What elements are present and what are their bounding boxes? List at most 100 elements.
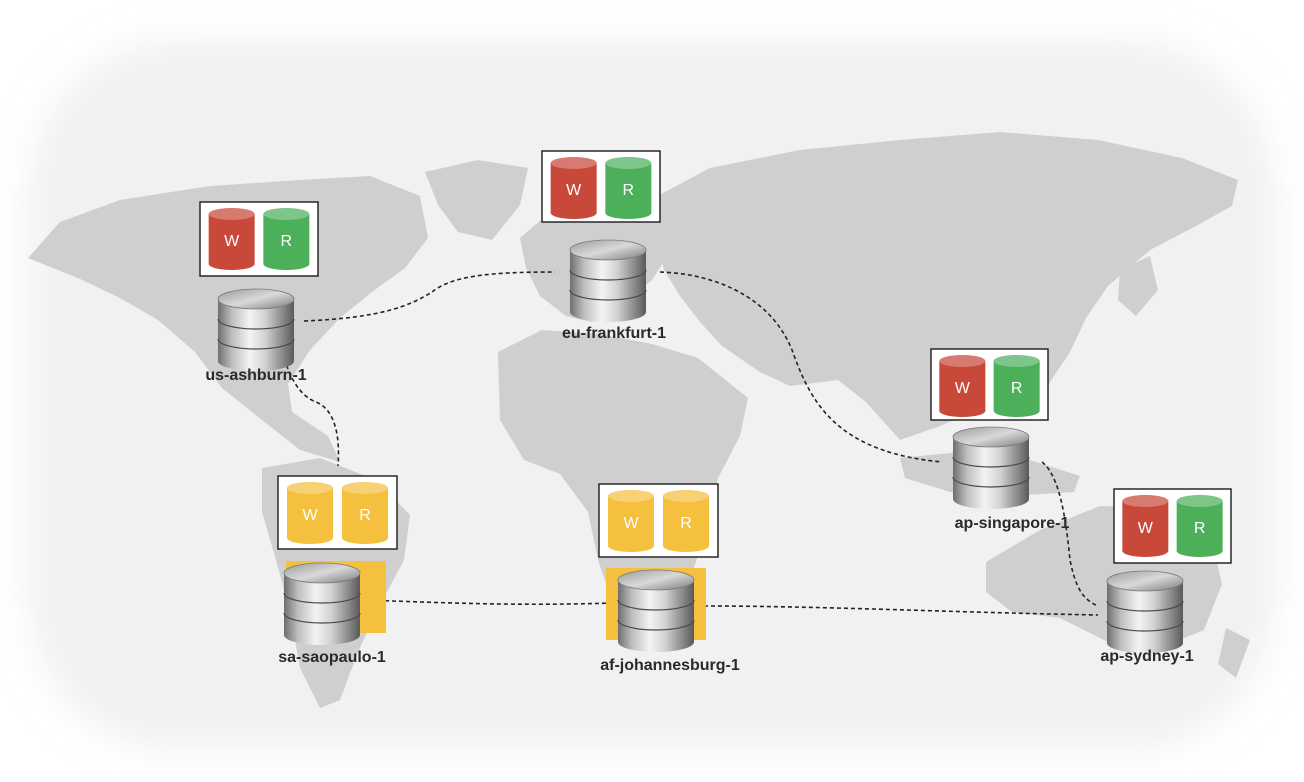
database-body bbox=[953, 437, 1029, 509]
database-platter-line bbox=[617, 599, 695, 611]
database-body bbox=[1107, 581, 1183, 653]
cylinder-cap-shine bbox=[287, 482, 333, 494]
read-volume-icon: R bbox=[263, 208, 310, 270]
database-platter-line bbox=[1106, 600, 1184, 612]
read-volume-icon: R bbox=[1176, 495, 1223, 557]
replication-link bbox=[1041, 461, 1099, 607]
cylinder-body bbox=[993, 361, 1040, 417]
region-node-us-ashburn-1[interactable]: W Rus-ashburn-1 bbox=[199, 201, 319, 384]
database-top bbox=[617, 569, 695, 591]
cylinder-cap-shine bbox=[993, 355, 1040, 367]
cylinder-body bbox=[550, 163, 597, 219]
database-platter-line bbox=[952, 456, 1030, 468]
write-volume-icon: W bbox=[287, 482, 333, 544]
cylinder-cap bbox=[263, 208, 310, 220]
write-volume-icon: W bbox=[550, 157, 597, 219]
write-volume-letter: W bbox=[1138, 520, 1154, 537]
cylinder-cap-shine bbox=[608, 490, 654, 502]
cylinder-cap-shine bbox=[208, 208, 255, 220]
write-volume-letter: W bbox=[224, 233, 240, 250]
database-platter-line bbox=[217, 338, 295, 350]
replication-link bbox=[703, 605, 1099, 616]
cylinder-cap bbox=[663, 490, 709, 502]
database-icon bbox=[217, 288, 295, 371]
cylinder-cap bbox=[208, 208, 255, 220]
cylinder-body bbox=[608, 496, 654, 552]
cylinder-cap-shine bbox=[1176, 495, 1223, 507]
read-volume-letter: R bbox=[1011, 380, 1023, 397]
region-label: eu-frankfurt-1 bbox=[562, 325, 666, 342]
database-platter-line bbox=[569, 269, 647, 281]
database-platter-line bbox=[569, 289, 647, 301]
write-volume-icon: W bbox=[608, 490, 654, 552]
database-top bbox=[217, 288, 295, 310]
cylinder-body bbox=[1122, 501, 1169, 557]
cylinder-body bbox=[287, 488, 333, 544]
region-node-ap-sydney-1[interactable]: W Rap-sydney-1 bbox=[1100, 488, 1232, 665]
read-volume-letter: R bbox=[623, 182, 635, 199]
database-platter-line bbox=[283, 592, 361, 604]
database-platter-line bbox=[283, 612, 361, 624]
cylinder-cap bbox=[605, 157, 652, 169]
database-icon bbox=[569, 239, 647, 322]
replication-link bbox=[303, 271, 556, 322]
landmass-japan bbox=[1118, 256, 1158, 316]
cylinder-cap bbox=[287, 482, 333, 494]
read-volume-letter: R bbox=[359, 507, 371, 524]
write-volume-letter: W bbox=[566, 182, 582, 199]
landmass-new-zealand bbox=[1218, 628, 1250, 678]
write-volume-icon: W bbox=[1122, 495, 1169, 557]
read-volume-icon: R bbox=[663, 490, 709, 552]
database-platter-line bbox=[1106, 620, 1184, 632]
database-platter-line bbox=[952, 476, 1030, 488]
region-label: ap-singapore-1 bbox=[955, 515, 1070, 532]
region-node-eu-frankfurt-1[interactable]: W Reu-frankfurt-1 bbox=[541, 150, 666, 342]
cylinder-cap bbox=[993, 355, 1040, 367]
cylinder-cap-shine bbox=[605, 157, 652, 169]
cylinder-body bbox=[939, 361, 986, 417]
database-platter-line bbox=[217, 318, 295, 330]
database-icon bbox=[617, 569, 695, 652]
region-node-sa-saopaulo-1[interactable]: W Rsa-saopaulo-1 bbox=[277, 475, 398, 666]
region-label: us-ashburn-1 bbox=[205, 367, 306, 384]
region-label: sa-saopaulo-1 bbox=[278, 649, 386, 666]
read-volume-icon: R bbox=[342, 482, 388, 544]
database-body bbox=[218, 299, 294, 371]
cylinder-body bbox=[342, 488, 388, 544]
cylinder-body bbox=[605, 163, 652, 219]
replication-link bbox=[659, 271, 943, 463]
cylinder-body bbox=[1176, 501, 1223, 557]
region-label: ap-sydney-1 bbox=[1100, 648, 1193, 665]
read-volume-letter: R bbox=[680, 515, 692, 532]
cylinder-cap bbox=[608, 490, 654, 502]
read-volume-icon: R bbox=[993, 355, 1040, 417]
cylinder-body bbox=[663, 496, 709, 552]
database-icon bbox=[1106, 570, 1184, 653]
cylinder-body bbox=[263, 214, 310, 270]
write-volume-letter: W bbox=[623, 515, 639, 532]
cylinder-cap bbox=[1176, 495, 1223, 507]
read-volume-letter: R bbox=[281, 233, 293, 250]
write-volume-icon: W bbox=[208, 208, 255, 270]
database-platter-line bbox=[617, 619, 695, 631]
database-icon bbox=[283, 562, 361, 645]
database-top bbox=[569, 239, 647, 261]
cylinder-cap bbox=[550, 157, 597, 169]
read-volume-icon: R bbox=[605, 157, 652, 219]
write-volume-letter: W bbox=[302, 507, 318, 524]
cylinder-cap bbox=[1122, 495, 1169, 507]
database-body bbox=[618, 580, 694, 652]
replication-links bbox=[279, 271, 1099, 616]
database-body bbox=[570, 250, 646, 322]
cylinder-cap-shine bbox=[1122, 495, 1169, 507]
cylinder-body bbox=[208, 214, 255, 270]
cylinder-cap-shine bbox=[550, 157, 597, 169]
database-top bbox=[283, 562, 361, 584]
landmass-greenland bbox=[425, 160, 528, 240]
database-body bbox=[284, 573, 360, 645]
database-top bbox=[1106, 570, 1184, 592]
database-icon bbox=[952, 426, 1030, 509]
